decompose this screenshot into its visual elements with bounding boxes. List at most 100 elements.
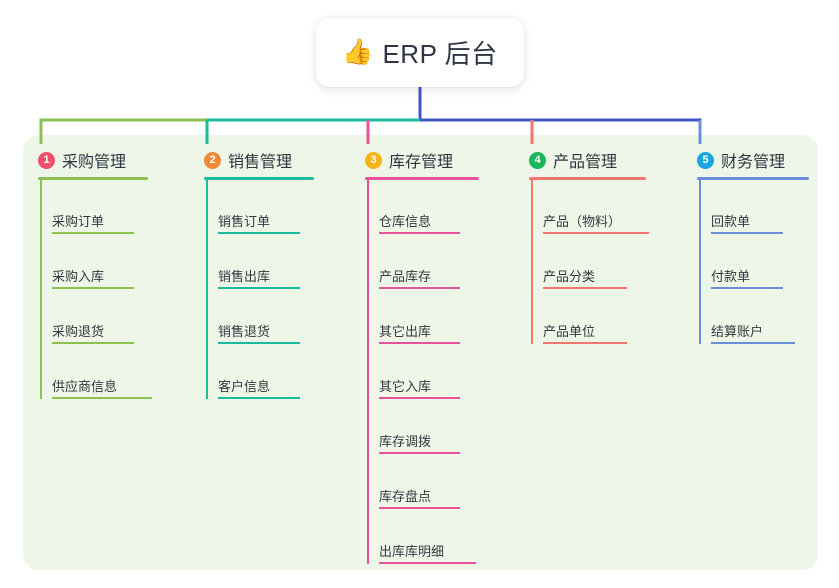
leaf-item[interactable]: 产品单位: [543, 318, 627, 344]
leaf-label: 其它出库: [379, 324, 432, 339]
branch-rule-4: [529, 177, 646, 180]
branch-spine-3-1: [367, 177, 369, 234]
leaf-item[interactable]: 产品分类: [543, 263, 627, 289]
leaf-label: 供应商信息: [52, 379, 118, 394]
branch-spine-2-4: [206, 342, 208, 399]
thumbs-up-icon: 👍: [342, 38, 374, 66]
leaf-item[interactable]: 产品库存: [379, 263, 460, 289]
branch-header-4[interactable]: 4 产品管理: [529, 148, 617, 172]
leaf-item[interactable]: 库存盘点: [379, 483, 460, 509]
leaf-label: 其它入库: [379, 379, 432, 394]
root-node[interactable]: 👍 ERP 后台: [316, 18, 524, 87]
leaf-item[interactable]: 采购订单: [52, 208, 134, 234]
branch-badge-4: 4: [529, 151, 546, 169]
leaf-rule: [379, 562, 476, 564]
branch-spine-3-4: [367, 342, 369, 399]
root-title: ERP 后台: [382, 39, 498, 69]
branch-spine-4-1: [531, 177, 533, 234]
leaf-rule: [379, 397, 460, 399]
branch-spine-3-2: [367, 232, 369, 289]
leaf-item[interactable]: 回款单: [711, 208, 783, 234]
leaf-label: 付款单: [711, 269, 751, 284]
leaf-rule: [711, 287, 783, 289]
leaf-label: 产品单位: [543, 324, 596, 339]
leaf-item[interactable]: 其它入库: [379, 373, 460, 399]
leaf-item[interactable]: 其它出库: [379, 318, 460, 344]
branch-rule-5: [697, 177, 809, 180]
leaf-rule: [711, 342, 795, 344]
leaf-rule: [543, 232, 649, 234]
leaf-rule: [218, 232, 300, 234]
leaf-item[interactable]: 库存调拨: [379, 428, 460, 454]
leaf-rule: [218, 287, 300, 289]
leaf-rule: [379, 452, 460, 454]
branch-header-1[interactable]: 1 采购管理: [38, 148, 126, 172]
leaf-item[interactable]: 结算账户: [711, 318, 795, 344]
branch-header-2[interactable]: 2 销售管理: [204, 148, 292, 172]
branch-rule-1: [38, 177, 148, 180]
branch-spine-5-2: [699, 232, 701, 289]
leaf-rule: [379, 232, 460, 234]
leaf-item[interactable]: 付款单: [711, 263, 783, 289]
leaf-item[interactable]: 销售退货: [218, 318, 300, 344]
branch-spine-3-3: [367, 287, 369, 344]
leaf-label: 结算账户: [711, 324, 764, 339]
branch-spine-3-7: [367, 507, 369, 564]
leaf-label: 仓库信息: [379, 214, 432, 229]
leaf-rule: [379, 287, 460, 289]
branch-title-2: 销售管理: [228, 154, 293, 171]
branch-spine-2-3: [206, 287, 208, 344]
branch-title-1: 采购管理: [62, 154, 127, 171]
branch-spine-4-2: [531, 232, 533, 289]
leaf-label: 库存盘点: [379, 489, 432, 504]
branch-spine-3-6: [367, 452, 369, 509]
branch-badge-3: 3: [365, 151, 382, 169]
branch-badge-1: 1: [38, 151, 55, 169]
branch-badge-2: 2: [204, 151, 221, 169]
leaf-label: 销售出库: [218, 269, 271, 284]
leaf-item[interactable]: 仓库信息: [379, 208, 460, 234]
branch-title-4: 产品管理: [553, 154, 618, 171]
leaf-item[interactable]: 产品（物料）: [543, 208, 649, 234]
leaf-label: 产品（物料）: [543, 214, 622, 229]
branch-spine-2-2: [206, 232, 208, 289]
leaf-label: 客户信息: [218, 379, 271, 394]
leaf-rule: [543, 342, 627, 344]
leaf-label: 库存调拨: [379, 434, 432, 449]
branch-header-3[interactable]: 3 库存管理: [365, 148, 453, 172]
branch-spine-2-1: [206, 177, 208, 234]
branch-spine-1-4: [40, 342, 42, 399]
branch-spine-5-3: [699, 287, 701, 344]
leaf-item[interactable]: 客户信息: [218, 373, 300, 399]
leaf-rule: [52, 232, 134, 234]
branch-spine-5-1: [699, 177, 701, 234]
leaf-item[interactable]: 销售订单: [218, 208, 300, 234]
leaf-label: 销售订单: [218, 214, 271, 229]
leaf-rule: [52, 287, 134, 289]
leaf-label: 回款单: [711, 214, 751, 229]
leaf-rule: [52, 342, 134, 344]
branch-title-5: 财务管理: [721, 154, 786, 171]
leaf-rule: [52, 397, 152, 399]
leaf-item[interactable]: 出库库明细: [379, 538, 476, 564]
leaf-rule: [379, 507, 460, 509]
branch-title-3: 库存管理: [389, 154, 454, 171]
leaf-rule: [543, 287, 627, 289]
leaf-item[interactable]: 采购入库: [52, 263, 134, 289]
leaf-item[interactable]: 销售出库: [218, 263, 300, 289]
diagram-panel: [23, 135, 818, 570]
leaf-label: 采购入库: [52, 269, 105, 284]
leaf-label: 产品库存: [379, 269, 432, 284]
branch-rule-3: [365, 177, 479, 180]
leaf-item[interactable]: 采购退货: [52, 318, 134, 344]
leaf-item[interactable]: 供应商信息: [52, 373, 152, 399]
leaf-rule: [711, 232, 783, 234]
leaf-rule: [218, 342, 300, 344]
branch-spine-1-2: [40, 232, 42, 289]
branch-spine-1-1: [40, 177, 42, 234]
leaf-label: 产品分类: [543, 269, 596, 284]
leaf-rule: [218, 397, 300, 399]
